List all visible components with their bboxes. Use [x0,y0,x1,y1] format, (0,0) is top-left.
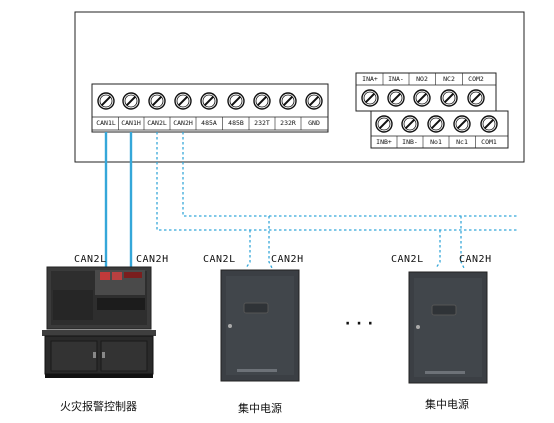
terminal-screw-232r [279,92,297,110]
fire-alarm-panel-image [42,266,156,378]
ellipsis-label: ··· [345,316,379,332]
relay-bottom-label-0: INB+ [376,138,392,146]
fire-panel-can2l-label: CAN2L [74,254,107,265]
power-supply-cabinet-2 [408,271,488,384]
relay-screw-ina [387,89,405,107]
relay-screw-nc2 [440,89,458,107]
wire-psu1-can2h-drop [268,216,273,269]
relay-top-label-0: INA+ [362,75,378,83]
wire-psu1-can2l-drop [245,230,251,269]
fire-alarm-panel-label: 火灾报警控制器 [60,400,137,413]
relay-screw-b-nc1 [453,115,471,133]
terminal-screw-can1h [122,92,140,110]
relay-top-label-1: INA- [388,75,404,83]
terminal-label-232t: 232T [254,119,270,127]
terminal-label-can1l: CAN1L [96,119,116,127]
relay-bottom-label-3: Nc1 [456,138,468,146]
psu1-can2l-label: CAN2L [203,254,236,265]
relay-top-label-4: COM2 [468,75,484,83]
dashed-can2-wires [156,132,518,269]
terminal-screw-gnd [305,92,323,110]
terminal-label-can2h: CAN2H [173,119,193,127]
relay-screw-b-no1 [427,115,445,133]
wire-psu2-can2l-drop [435,230,441,269]
relay-top-label-2: NO2 [416,75,428,83]
terminal-label-can1h: CAN1H [121,119,141,127]
relay-terminal-strip [355,72,509,149]
relay-bottom-label-1: INB- [402,138,418,146]
wire-can2h-bus [182,132,518,217]
power-supply-cabinet-1 [220,269,300,382]
main-terminal-strip [91,83,329,133]
wire-psu2-can2h-drop [460,216,465,269]
power-supply-2-label: 集中电源 [425,398,469,411]
terminal-screw-232t [253,92,271,110]
relay-top-label-3: NC2 [443,75,455,83]
terminal-screw-can2h [174,92,192,110]
terminal-label-485b: 485B [228,119,244,127]
relay-screw-com2 [467,89,485,107]
terminal-label-485a: 485A [201,119,217,127]
terminal-label-can2l: CAN2L [147,119,167,127]
terminal-screw-can2l [148,92,166,110]
fire-panel-can2h-label: CAN2H [136,254,169,265]
relay-screw-b-inb [401,115,419,133]
psu2-can2l-label: CAN2L [391,254,424,265]
power-supply-1-label: 集中电源 [238,402,282,415]
terminal-screw-485b [227,92,245,110]
relay-screw-no2 [413,89,431,107]
psu1-can2h-label: CAN2H [271,254,304,265]
relay-bottom-label-4: COM1 [481,138,497,146]
terminal-label-gnd: GND [308,119,320,127]
relay-bottom-label-2: No1 [430,138,442,146]
relay-screw-b-com1 [480,115,498,133]
terminal-screw-can1l [97,92,115,110]
terminal-label-232r: 232R [280,119,296,127]
solid-can1-wires [104,132,133,268]
relay-screw-ina [361,89,379,107]
relay-screw-b-inb [375,115,393,133]
psu2-can2h-label: CAN2H [459,254,492,265]
terminal-screw-485a [200,92,218,110]
